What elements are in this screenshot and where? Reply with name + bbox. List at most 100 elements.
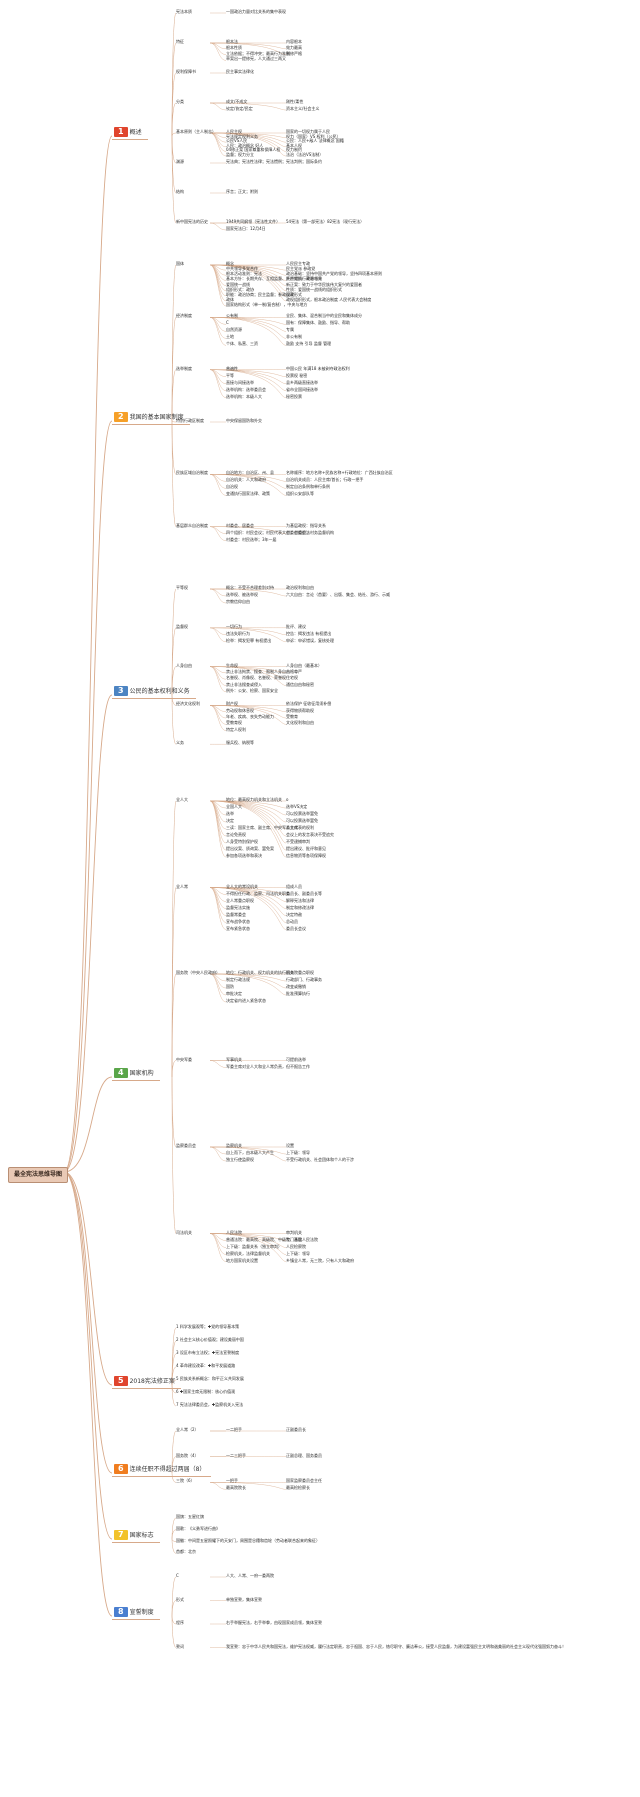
node-label[interactable]: 年老、疾病、丧失劳动能力 — [226, 714, 274, 719]
node-label[interactable]: 形式 — [176, 1596, 184, 1602]
node-label[interactable]: 信息物资等各项保障权 — [286, 853, 326, 858]
node-label[interactable]: 序言；正文；附则 — [226, 189, 258, 194]
node-label[interactable]: 4 革命建设改革：✚和平发展道路 — [176, 1363, 236, 1368]
node-label[interactable]: 新中国宪法的历史 — [176, 219, 208, 224]
node-label[interactable]: 审判机关 — [286, 1229, 302, 1235]
node-label[interactable]: 参加各项选举和表决 — [226, 853, 262, 858]
node-label[interactable]: 分类 — [176, 99, 184, 104]
node-label[interactable]: 名称顺序：地方名称+民族名称+行政地位：广西壮族自治区 — [286, 470, 393, 476]
node-label[interactable]: 不得担任行政、监察、司法机关职务 — [226, 890, 290, 896]
node-label[interactable]: 首都：北京 — [176, 1549, 196, 1555]
node-label[interactable]: 监察机关 — [226, 1143, 242, 1148]
node-label[interactable]: 受教育权 — [226, 720, 242, 726]
node-label[interactable]: 3 设区市有立法权；✚宪法宣誓制度 — [176, 1350, 240, 1355]
node-label[interactable]: 全国人大 — [226, 804, 242, 809]
node-label[interactable]: 结构 — [176, 189, 184, 194]
node-label[interactable]: 文化权利和自由 — [286, 720, 314, 726]
node-label[interactable]: 不受逮捕审判 — [286, 839, 310, 844]
node-label[interactable]: 军事机关 — [226, 1056, 242, 1062]
node-label[interactable]: 司法机关 — [176, 1229, 192, 1235]
node-label[interactable]: 决定省内进入紧急状态 — [226, 998, 266, 1003]
node-label[interactable]: 国务院（4） — [176, 1452, 199, 1458]
node-label[interactable]: 宣布战争状态 — [226, 918, 250, 924]
node-label[interactable]: 国旗：五星红旗 — [176, 1514, 204, 1519]
node-label[interactable]: 言论免责权 — [226, 832, 246, 837]
node-label[interactable]: 国务院（中央人民政府） — [176, 970, 220, 975]
node-label[interactable]: 宪法规定权利义务 — [226, 133, 258, 139]
node-label[interactable]: 渊源 — [176, 159, 184, 164]
node-label[interactable]: 国家的一切权力属于人民 — [286, 129, 330, 134]
node-label[interactable]: 专属 — [286, 327, 294, 333]
node-label[interactable]: 组织形式：政协 — [226, 286, 254, 292]
node-label[interactable]: 申诉：申诉错误，复核处理 — [286, 637, 334, 643]
node-label[interactable]: 监督；权力分立 — [226, 152, 254, 157]
node-label[interactable]: 违法失职行为 — [226, 630, 250, 636]
node-label[interactable]: 公民：人民+敌人 法律概念 国籍 — [286, 138, 344, 144]
node-label[interactable]: 共产党执行政治领导 — [286, 276, 322, 282]
node-label[interactable]: 上下级：领导 — [286, 1150, 310, 1155]
node-label[interactable]: 制修严格 — [286, 50, 302, 56]
node-label[interactable]: 选举VS决定 — [286, 804, 308, 809]
node-label[interactable]: 全人常 — [176, 883, 188, 889]
node-label[interactable]: 性质：爱国统一战线的组织形式 — [286, 286, 342, 292]
node-label[interactable]: 正副委员长 — [286, 1427, 306, 1432]
node-label[interactable]: 决定特赦 — [286, 911, 302, 917]
node-label[interactable]: 5 民族关系新概念：和平正义共同发展 — [176, 1376, 244, 1381]
node-label[interactable]: 自治权 — [226, 484, 238, 490]
node-label[interactable]: 监督宪法实施 — [226, 904, 250, 910]
node-label[interactable]: 组织公安部队等 — [286, 491, 314, 497]
node-label[interactable]: 根本法 — [226, 39, 238, 44]
node-label[interactable]: 中国公民 年满18 未被剥夺政治权利 — [286, 365, 350, 371]
node-label[interactable]: 中央军委 — [176, 1056, 192, 1062]
node-label[interactable]: 爱国统一战线 — [226, 281, 250, 287]
node-label[interactable]: 制定行政法规 — [226, 977, 250, 982]
node-label[interactable]: 宪法典；宪法性法律；宪法惯例；宪法判例；国际条约 — [226, 159, 322, 164]
node-label[interactable]: 6 ✚国家主席无限制：核心价值观 — [176, 1389, 236, 1394]
node-label[interactable]: 全人常（2） — [176, 1427, 199, 1432]
node-label[interactable]: 人民民主专政 — [286, 261, 310, 266]
node-label[interactable]: 例外：公安、检察、国家安全 — [226, 687, 278, 693]
node-label[interactable]: 自上而下，由本级人大产生 — [226, 1150, 274, 1155]
node-label[interactable]: 概念 — [226, 261, 234, 266]
node-label[interactable]: 权利保障书 — [176, 69, 196, 74]
node-label[interactable]: 总动员 — [286, 918, 298, 924]
node-label[interactable]: 独立行使监察权 — [226, 1157, 254, 1162]
node-label[interactable]: 人大代表的权利 — [286, 825, 314, 830]
node-label[interactable]: 监察委员会 — [176, 1143, 196, 1148]
node-label[interactable]: 选举制度 — [176, 365, 192, 371]
node-label[interactable]: 国家宪法日：12月4日 — [226, 226, 266, 231]
node-label[interactable]: o — [286, 797, 289, 802]
node-label[interactable]: 04修正案 国家尊重和保障人权 — [226, 147, 281, 153]
node-label[interactable]: 一切行为 — [226, 623, 242, 629]
node-label[interactable]: 右手举握宪法，右手举拳，由现国家成员领，集体宣誓 — [226, 1620, 322, 1625]
node-label[interactable]: 选举 — [226, 811, 234, 816]
node-label[interactable]: 职能：政治协商；民主监督；参政议政 — [226, 291, 294, 297]
node-label[interactable]: 单独宣誓，集体宣誓 — [226, 1596, 262, 1602]
node-label[interactable]: 为基层政权：指导关系 — [286, 522, 326, 528]
node-label[interactable]: 解释宪法和法律 — [286, 897, 314, 903]
node-label[interactable]: 人民：政治概念 好人 — [226, 142, 264, 148]
node-label[interactable]: 审批决定 — [226, 991, 242, 996]
node-label[interactable]: 国家结构形式（单一制/复合制），中央与地方 — [226, 302, 308, 308]
node-label[interactable]: 最高院院长 — [226, 1485, 246, 1491]
node-label[interactable]: 可以投票选举罢免 — [286, 818, 318, 823]
node-label[interactable]: 资本主义/社会主义 — [286, 106, 320, 111]
node-label[interactable]: 经济制度 — [176, 313, 192, 319]
node-label[interactable]: 名誉权、肖像权、名誉权、荣誉权 — [226, 675, 286, 681]
node-label[interactable]: 四个组织：村民会议；村民代表大会；村委会；村务监督机构 — [226, 529, 334, 535]
node-label[interactable]: 非公有制 — [286, 334, 302, 340]
node-label[interactable]: 行政部门、行政事务 — [286, 977, 322, 982]
node-label[interactable]: 人民法院 — [226, 1229, 242, 1235]
node-label[interactable]: 六大自由：言论（首要）、出版、集会、结社、游行、示威 — [286, 592, 390, 597]
node-label[interactable]: 提出议案、质询案、罢免案 — [226, 846, 274, 851]
node-label[interactable]: 检察机关，法律监督机关 — [226, 1250, 270, 1256]
node-label[interactable]: 一国政治力量对比关系的集中表现 — [226, 9, 286, 14]
node-label[interactable]: 程序 — [176, 1620, 184, 1625]
node-label[interactable]: 宪法本质 — [176, 9, 192, 14]
node-label[interactable]: 委员长会议 — [286, 925, 306, 931]
node-label[interactable]: 服兵役、纳税等 — [226, 740, 254, 746]
node-label[interactable]: 三读：国家主席、副主席、中央军委主席 — [226, 825, 298, 830]
